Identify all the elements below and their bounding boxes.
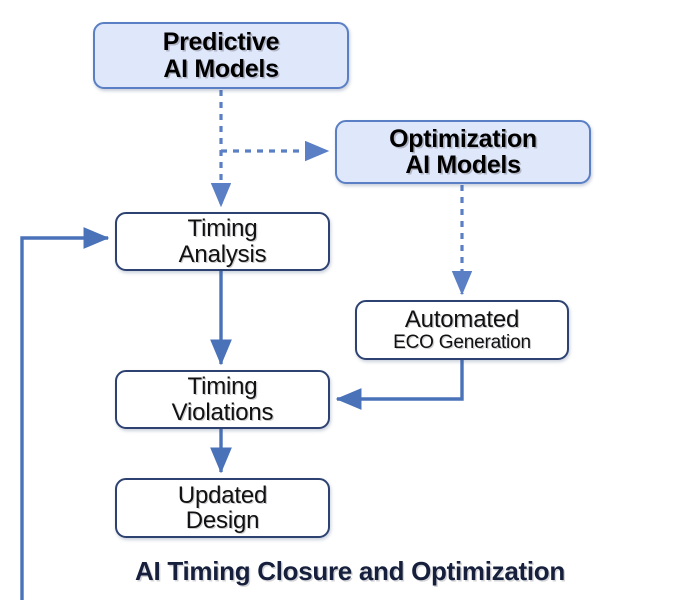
edge-automated-eco-to-timing-violations <box>335 360 464 410</box>
node-predictive-ai-models-line2: AI Models <box>163 54 279 83</box>
node-optimization-ai-models[interactable]: Optimization AI Models <box>335 120 591 184</box>
node-updated-design-line2: Design <box>185 507 260 534</box>
node-updated-design-line1: Updated <box>177 481 268 509</box>
node-timing-violations-line1: Timing <box>187 373 258 401</box>
node-predictive-ai-models[interactable]: Predictive AI Models <box>93 22 349 89</box>
node-optimization-ai-models-line1: Optimization <box>389 124 537 153</box>
node-optimization-ai-models-line2: AI Models <box>405 151 521 179</box>
node-timing-analysis-line2: Analysis <box>178 240 267 268</box>
node-automated-eco-generation[interactable]: Automated ECO Generation <box>355 300 569 360</box>
node-timing-violations-line2: Violations <box>171 398 274 426</box>
node-predictive-ai-models-line1: Predictive <box>162 28 280 56</box>
edge-feedback-loop-to-timing-analysis <box>20 227 110 600</box>
node-timing-violations[interactable]: Timing Violations <box>115 370 330 429</box>
node-updated-design[interactable]: Updated Design <box>115 478 330 538</box>
node-automated-eco-generation-line1: Automated <box>404 306 520 334</box>
node-timing-analysis-line1: Timing <box>187 215 258 243</box>
node-automated-eco-generation-line2: ECO Generation <box>393 331 531 353</box>
diagram-caption: AI Timing Closure and Optimization <box>135 556 565 586</box>
node-timing-analysis[interactable]: Timing Analysis <box>115 212 330 271</box>
